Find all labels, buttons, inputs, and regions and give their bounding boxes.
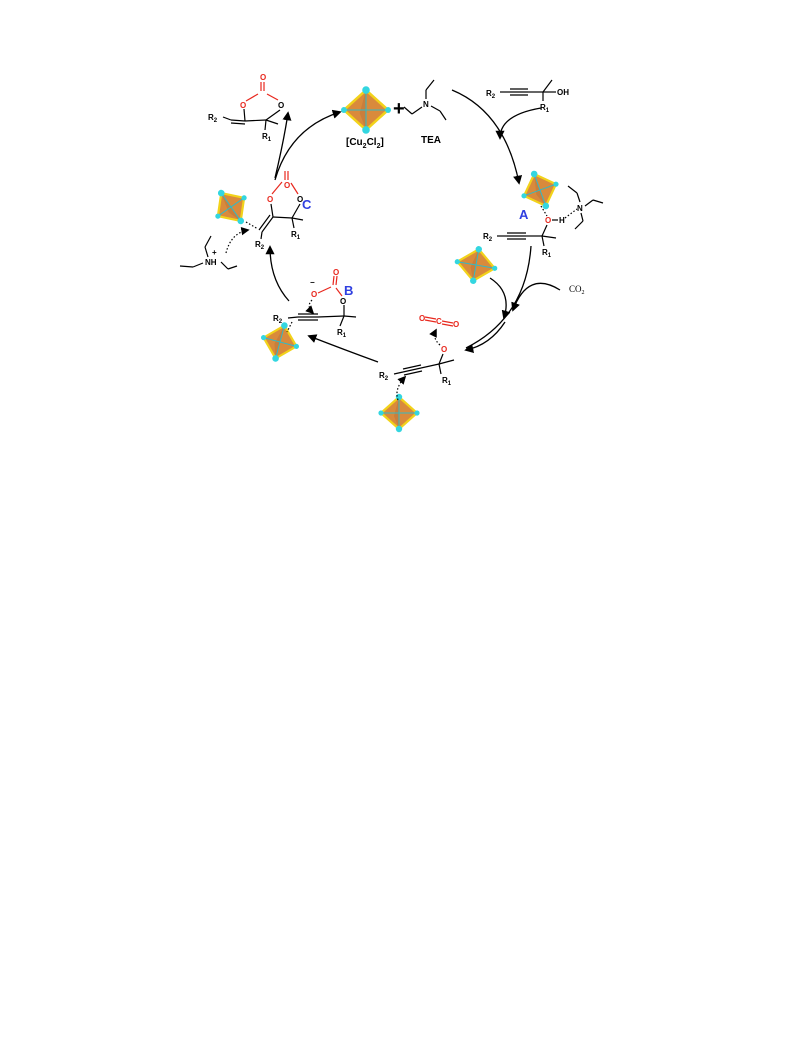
svg-text:N: N — [423, 100, 429, 109]
svg-text:NH: NH — [205, 258, 217, 267]
svg-text:R2: R2 — [208, 113, 218, 124]
cu-cluster-free — [454, 246, 498, 284]
product-cyclic-carbonate: O O O R1 R2 — [208, 73, 284, 143]
label-b: B — [344, 283, 353, 298]
svg-text:O: O — [340, 297, 346, 306]
svg-text:O: O — [333, 268, 339, 277]
cu-cluster-b — [260, 322, 300, 362]
svg-text:O: O — [419, 314, 425, 323]
cycle-arrows — [265, 89, 561, 363]
co2-complex: O C O O R1 R2 — [379, 314, 459, 401]
cu-cluster-c — [215, 189, 247, 225]
arrow-co2-in — [511, 282, 561, 312]
cu-cluster-a — [521, 170, 559, 210]
svg-text:O: O — [240, 101, 246, 110]
cu-cluster-bottom — [378, 393, 420, 433]
intermediate-c: O O O R1 R2 C — [245, 171, 312, 251]
svg-text:O: O — [297, 195, 303, 204]
arrow-catalyst-to-a — [451, 89, 523, 185]
plus-sign: + — [393, 98, 405, 120]
svg-text:OH: OH — [557, 88, 569, 97]
arrow-substrate-in — [495, 107, 542, 140]
svg-text:R2: R2 — [255, 240, 265, 251]
svg-text:[Cu2Cl2]: [Cu2Cl2] — [346, 137, 384, 150]
svg-text:R1: R1 — [540, 103, 550, 114]
tea-molecule: N TEA — [403, 79, 447, 146]
svg-text:O: O — [453, 320, 459, 329]
arrow-b-to-c — [265, 245, 290, 302]
co2-reagent: CO2 — [569, 284, 585, 296]
svg-text:H: H — [559, 216, 565, 225]
svg-text:R2: R2 — [379, 371, 389, 382]
cu-cluster-catalyst — [341, 86, 391, 134]
svg-text:O: O — [260, 73, 266, 82]
svg-text:C: C — [436, 317, 442, 326]
svg-text:O: O — [284, 181, 290, 190]
svg-text:O: O — [441, 345, 447, 354]
svg-text:−: − — [310, 278, 315, 287]
intermediate-a: O H N R2 R1 A — [483, 185, 604, 259]
svg-text:R1: R1 — [291, 230, 301, 241]
catalyst-label: [Cu2Cl2] — [346, 137, 384, 150]
svg-text:R2: R2 — [483, 232, 493, 243]
svg-text:R2: R2 — [273, 314, 283, 325]
svg-text:N: N — [577, 204, 583, 213]
svg-text:R1: R1 — [542, 248, 552, 259]
label-a: A — [519, 207, 529, 222]
protonated-tea: NH + — [179, 227, 250, 270]
svg-text:R1: R1 — [337, 328, 347, 339]
arrow-to-co2-complex — [464, 321, 506, 353]
arrow-c-to-product — [274, 111, 292, 179]
svg-text:R1: R1 — [262, 132, 272, 143]
intermediate-b: − O O O R1 R2 B — [273, 268, 357, 339]
svg-text:O: O — [311, 290, 317, 299]
svg-text:O: O — [545, 216, 551, 225]
tea-label: TEA — [421, 135, 441, 146]
arrow-co2-complex-to-b — [307, 334, 379, 363]
svg-text:O: O — [278, 101, 284, 110]
arrow-to-catalyst — [274, 109, 342, 181]
arrow-cluster-in — [489, 277, 511, 320]
svg-text:R2: R2 — [486, 89, 496, 100]
svg-text:R1: R1 — [442, 376, 452, 387]
svg-text:O: O — [267, 195, 273, 204]
svg-text:CO2: CO2 — [569, 284, 585, 296]
label-c: C — [302, 197, 312, 212]
svg-text:+: + — [212, 248, 217, 257]
substrate-propargylic-alcohol: R2 OH R1 — [486, 79, 569, 114]
